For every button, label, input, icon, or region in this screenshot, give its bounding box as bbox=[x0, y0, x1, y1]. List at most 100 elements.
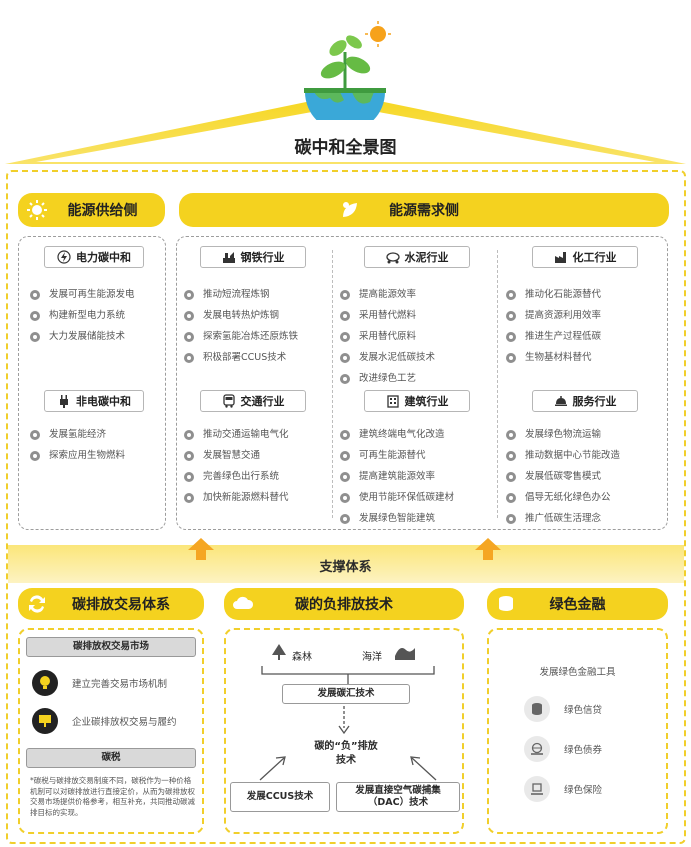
list-item: 探索应用生物燃料 bbox=[30, 445, 125, 466]
cement-title: 水泥行业 bbox=[404, 251, 449, 264]
list-item: 积极部署CCUS技术 bbox=[184, 347, 298, 368]
up-arrow-icon bbox=[188, 538, 214, 560]
service-title: 服务行业 bbox=[572, 395, 617, 408]
center-line-2: 技术 bbox=[336, 755, 356, 766]
list-item: 发展绿色智能建筑 bbox=[340, 508, 454, 529]
list-item: 推广低碳生活理念 bbox=[506, 508, 620, 529]
list-item: 构建新型电力系统 bbox=[30, 305, 135, 326]
exchange-icon bbox=[29, 595, 45, 613]
bus-icon bbox=[222, 394, 235, 408]
cement-mixer-icon bbox=[385, 252, 400, 264]
service-list: 发展绿色物流运输 推动数据中心节能改造 发展低碳零售模式 倡导无纸化绿色办公 推… bbox=[506, 424, 620, 529]
support-title: 支撑体系 bbox=[319, 560, 372, 575]
steel-list: 推动短流程炼钢 发展电转热炉炼钢 探索氢能冶炼还原炼铁 积极部署CCUS技术 bbox=[184, 284, 298, 368]
database-icon bbox=[524, 696, 550, 722]
negative-header-label: 碳的负排放技术 bbox=[295, 597, 393, 613]
list-item: 推动化石能源替代 bbox=[506, 284, 601, 305]
list-item: 改进绿色工艺 bbox=[340, 368, 435, 389]
trading-header-label: 碳排放交易体系 bbox=[72, 597, 170, 613]
trading-panel bbox=[18, 628, 204, 834]
building-list: 建筑终端电气化改造 可再生能源替代 提高建筑能源效率 使用节能环保低碳建材 发展… bbox=[340, 424, 454, 529]
finance-item-insurance: 绿色保险 bbox=[524, 776, 602, 802]
list-item: 推动短流程炼钢 bbox=[184, 284, 298, 305]
list-item: 发展电转热炉炼钢 bbox=[184, 305, 298, 326]
chemical-list: 推动化石能源替代 提高资源利用效率 推进生产过程低碳 生物基材料替代 bbox=[506, 284, 601, 368]
list-item: 发展智慧交通 bbox=[184, 445, 289, 466]
list-item: 提高资源利用效率 bbox=[506, 305, 601, 326]
power-carbon-heading: 电力碳中和 bbox=[44, 246, 144, 268]
chemical-heading: 化工行业 bbox=[532, 246, 638, 268]
list-item: 发展绿色物流运输 bbox=[506, 424, 620, 445]
dac-line-2: （DAC）技术 bbox=[367, 797, 429, 808]
earth-plant-icon bbox=[304, 21, 391, 120]
list-item: 发展氢能经济 bbox=[30, 424, 125, 445]
list-item: 完善绿色出行系统 bbox=[184, 466, 289, 487]
steel-icon bbox=[222, 252, 235, 263]
trading-header: 碳排放交易体系 bbox=[18, 588, 204, 620]
supply-header-label: 能源供给侧 bbox=[67, 203, 138, 219]
list-item: 提高建筑能源效率 bbox=[340, 466, 454, 487]
list-item: 建筑终端电气化改造 bbox=[340, 424, 454, 445]
negative-panel bbox=[224, 628, 464, 834]
dac-line-1: 发展直接空气碳捕集 bbox=[355, 785, 441, 796]
list-item: 可再生能源替代 bbox=[340, 445, 454, 466]
list-item: 推动数据中心节能改造 bbox=[506, 445, 620, 466]
cloud-icon bbox=[233, 596, 254, 609]
demand-panel bbox=[176, 236, 668, 530]
presentation-icon bbox=[32, 708, 58, 734]
negative-center-label: 碳的“负”排放 技术 bbox=[286, 740, 406, 768]
finance-header: 绿色金融 bbox=[487, 588, 668, 620]
transport-heading: 交通行业 bbox=[200, 390, 306, 412]
dac-box: 发展直接空气碳捕集 （DAC）技术 bbox=[336, 782, 460, 812]
building-heading: 建筑行业 bbox=[364, 390, 470, 412]
finance-item-bond: 绿色债券 bbox=[524, 736, 602, 762]
down-arrow bbox=[338, 706, 350, 734]
list-item: 大力发展储能技术 bbox=[30, 326, 135, 347]
building-title: 建筑行业 bbox=[404, 395, 449, 408]
finance-subtitle: 发展绿色金融工具 bbox=[539, 667, 616, 678]
transport-list: 推动交通运输电气化 发展智慧交通 完善绿色出行系统 加快新能源燃料替代 bbox=[184, 424, 289, 508]
tax-heading: 碳税 bbox=[26, 748, 196, 768]
nonpower-carbon-title: 非电碳中和 bbox=[76, 395, 131, 408]
service-heading: 服务行业 bbox=[532, 390, 638, 412]
plug-icon bbox=[60, 395, 68, 408]
wave-icon bbox=[395, 648, 415, 660]
nonpower-list: 发展氢能经济 探索应用生物燃料 bbox=[30, 424, 125, 466]
list-item: 采用替代燃料 bbox=[340, 305, 435, 326]
list-item: 采用替代原料 bbox=[340, 326, 435, 347]
leaf-icon bbox=[343, 202, 357, 217]
tree-icon bbox=[272, 644, 286, 660]
list-item: 提高能源效率 bbox=[340, 284, 435, 305]
demand-header-label: 能源需求侧 bbox=[389, 203, 459, 219]
cement-list: 提高能源效率 采用替代燃料 采用替代原料 发展水泥低碳技术 改进绿色工艺 bbox=[340, 284, 435, 389]
finance-item-credit: 绿色信贷 bbox=[524, 696, 602, 722]
converge-arrows bbox=[259, 756, 437, 781]
chemical-title: 化工行业 bbox=[572, 251, 617, 264]
center-line-1: 碳的“负”排放 bbox=[314, 741, 378, 752]
negative-header: 碳的负排放技术 bbox=[224, 588, 464, 620]
list-item: 推动交通运输电气化 bbox=[184, 424, 289, 445]
market-item: 建立完善交易市场机制 bbox=[32, 670, 167, 696]
outer-frame bbox=[6, 170, 686, 844]
list-item: 探索氢能冶炼还原炼铁 bbox=[184, 326, 298, 347]
bulb-icon bbox=[32, 670, 58, 696]
lightning-icon bbox=[57, 250, 71, 264]
forest-label: 森林 bbox=[292, 652, 312, 663]
ccus-box: 发展CCUS技术 bbox=[230, 782, 330, 812]
service-bell-icon bbox=[554, 396, 567, 406]
market-item: 企业碳排放权交易与履约 bbox=[32, 708, 177, 734]
steel-title: 钢铁行业 bbox=[240, 251, 285, 264]
box-hand-icon bbox=[524, 776, 550, 802]
supply-header: 能源供给侧 bbox=[18, 193, 165, 227]
market-heading: 碳排放权交易市场 bbox=[26, 637, 196, 657]
finance-panel bbox=[487, 628, 668, 834]
sun-icon bbox=[27, 200, 47, 220]
list-item: 生物基材料替代 bbox=[506, 347, 601, 368]
cement-heading: 水泥行业 bbox=[364, 246, 470, 268]
power-list: 发展可再生能源发电 构建新型电力系统 大力发展储能技术 bbox=[30, 284, 135, 347]
supply-panel bbox=[18, 236, 166, 530]
coins-icon bbox=[499, 596, 513, 611]
nonpower-carbon-heading: 非电碳中和 bbox=[44, 390, 144, 412]
list-item: 发展低碳零售模式 bbox=[506, 466, 620, 487]
list-item: 使用节能环保低碳建材 bbox=[340, 487, 454, 508]
